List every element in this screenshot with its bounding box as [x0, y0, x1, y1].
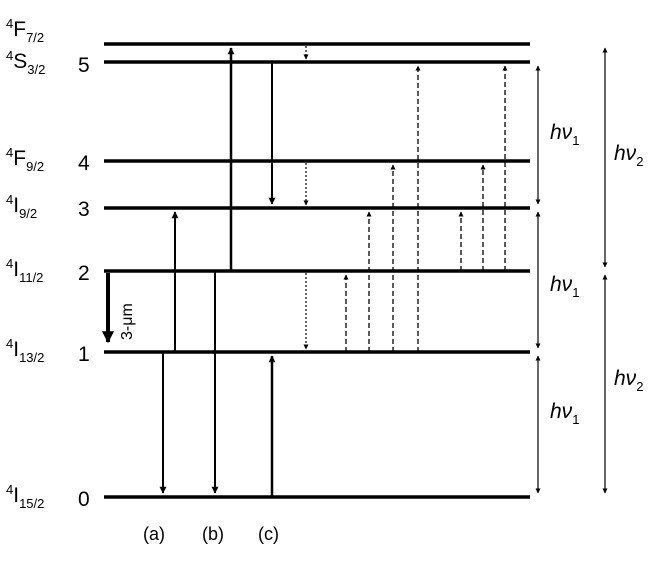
- level-number-4: 4: [78, 152, 90, 175]
- hv1-label-top: hν1: [550, 121, 579, 148]
- term-label-4S32: 4S3/2: [6, 48, 45, 77]
- level-number-0: 0: [78, 488, 90, 511]
- term-label-4I132: 4I13/2: [6, 336, 44, 365]
- column-label-a: (a): [143, 524, 165, 544]
- term-label-4I112: 4I11/2: [6, 256, 43, 285]
- hv2-label-bottom: hν2: [614, 367, 643, 394]
- column-label-c: (c): [258, 524, 279, 544]
- term-label-4F72: 4F7/2: [6, 16, 44, 45]
- term-label-4I152: 4I15/2: [6, 482, 44, 511]
- 3um-label: 3-μm: [119, 303, 136, 340]
- term-label-4F92: 4F9/2: [6, 145, 44, 174]
- hv2-label-top: hν2: [614, 142, 643, 169]
- hv1-label-bottom: hν1: [550, 400, 579, 427]
- level-number-2: 2: [78, 262, 90, 285]
- term-label-4I92: 4I9/2: [6, 192, 37, 221]
- hv1-label-mid: hν1: [550, 273, 579, 300]
- column-label-b: (b): [202, 524, 224, 544]
- level-number-3: 3: [78, 198, 90, 221]
- level-number-5: 5: [78, 54, 90, 77]
- level-number-1: 1: [78, 343, 90, 366]
